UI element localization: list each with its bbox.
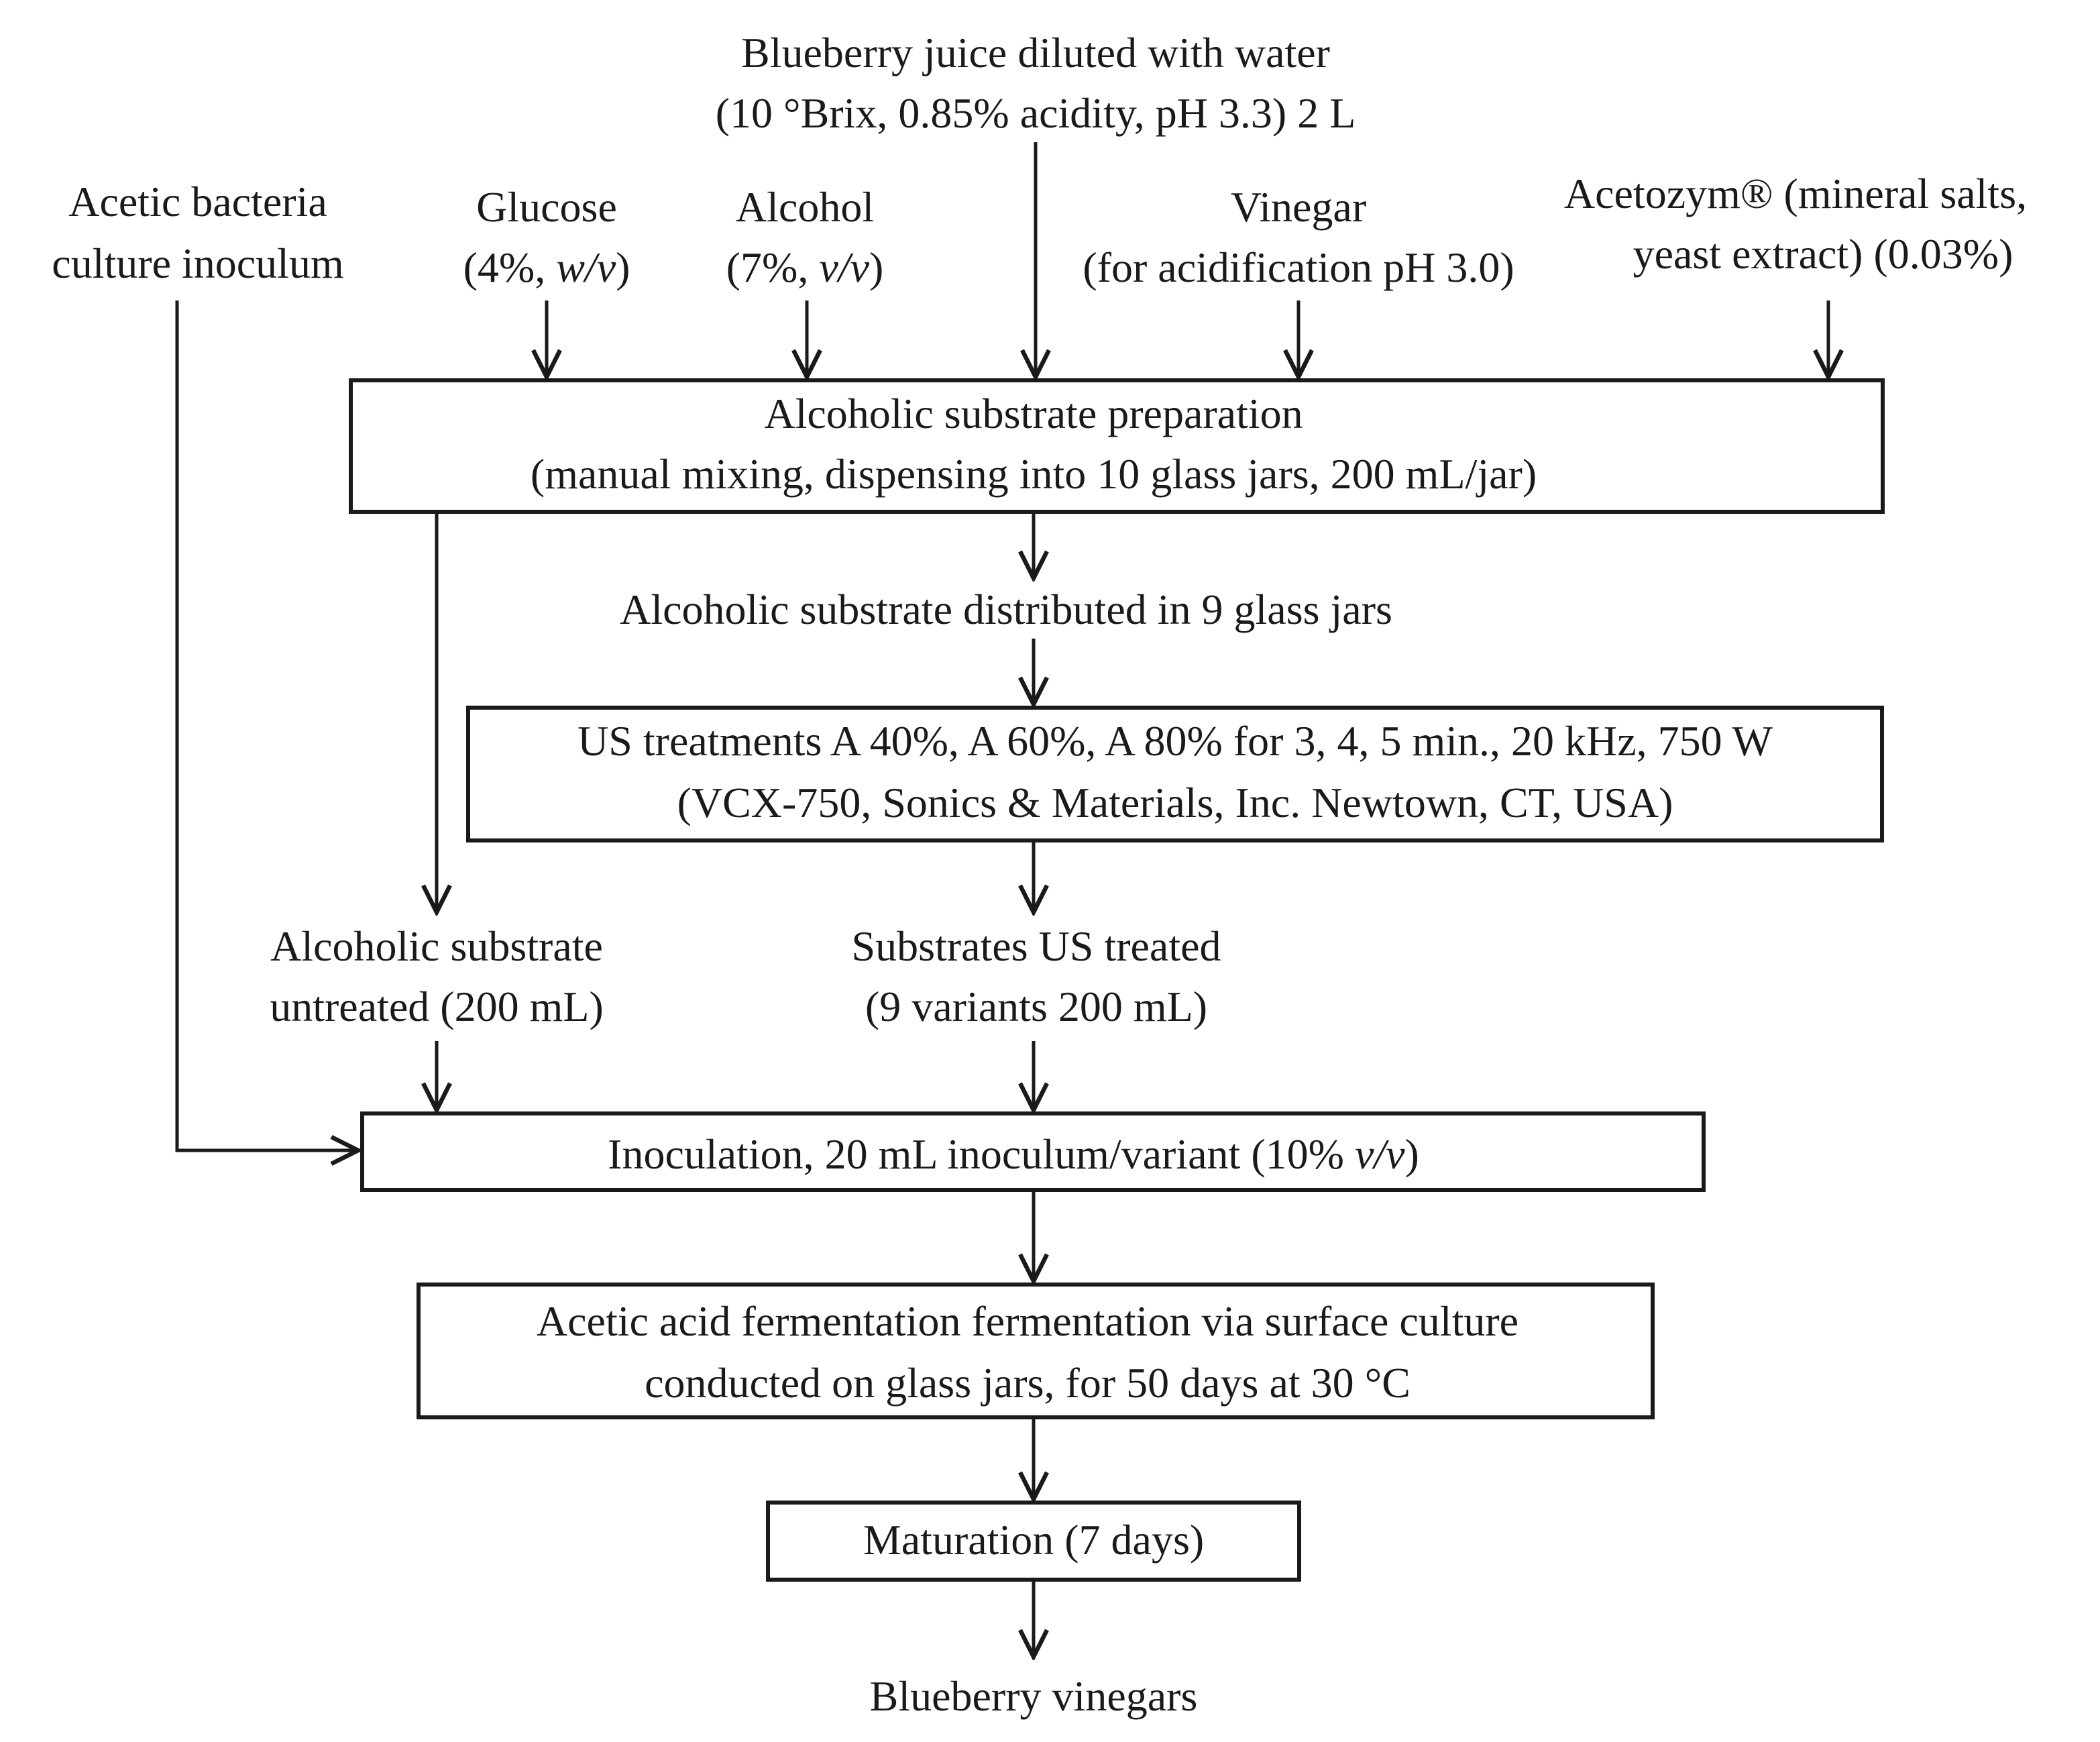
- juice-label-line2: (10 °Brix, 0.85% acidity, pH 3.3) 2 L: [716, 89, 1356, 137]
- distributed-label: Alcoholic substrate distributed in 9 gla…: [620, 586, 1392, 633]
- arrow-bacteria-to-inoculation: [175, 301, 358, 1150]
- output-label: Blueberry vinegars: [870, 1672, 1198, 1720]
- untreated-line2: untreated (200 mL): [270, 983, 604, 1030]
- inoculation-label: Inoculation, 20 mL inoculum/variant (10%…: [608, 1130, 1419, 1178]
- acetozym-label-line2: yeast extract) (0.03%): [1633, 230, 2013, 278]
- treated-line1: Substrates US treated: [852, 922, 1221, 970]
- alcohol-label-line1: Alcohol: [736, 183, 874, 231]
- alcohol-label-line2: (7%, v/v): [726, 243, 884, 291]
- maturation-label: Maturation (7 days): [863, 1516, 1204, 1564]
- us-treatments-line2: (VCX-750, Sonics & Materials, Inc. Newto…: [677, 779, 1673, 826]
- treated-line2: (9 variants 200 mL): [865, 983, 1207, 1030]
- vinegar-label-line1: Vinegar: [1231, 183, 1366, 231]
- bacteria-label-line2: culture inoculum: [52, 239, 343, 287]
- fermentation-line2: conducted on glass jars, for 50 days at …: [645, 1359, 1411, 1407]
- fermentation-line1: Acetic acid fermentation fermentation vi…: [537, 1297, 1518, 1345]
- maturation-box: [766, 1501, 1301, 1582]
- preparation-line1: Alcoholic substrate preparation: [764, 390, 1303, 437]
- vinegar-label-line2: (for acidification pH 3.0): [1083, 243, 1514, 291]
- preparation-line2: (manual mixing, dispensing into 10 glass…: [531, 450, 1537, 498]
- acetozym-label-line1: Acetozym® (mineral salts,: [1564, 170, 2027, 217]
- glucose-label-line2: (4%, w/v): [463, 243, 630, 291]
- glucose-label-line1: Glucose: [476, 183, 617, 231]
- fermentation-box: [417, 1283, 1655, 1419]
- us-treatments-box: [466, 706, 1884, 842]
- preparation-box: [349, 378, 1885, 514]
- bacteria-label-line1: Acetic bacteria: [68, 178, 327, 225]
- us-treatments-line1: US treatments A 40%, A 60%, A 80% for 3,…: [577, 717, 1773, 765]
- juice-label-line1: Blueberry juice diluted with water: [741, 29, 1330, 76]
- inoculation-box: [360, 1111, 1706, 1192]
- untreated-line1: Alcoholic substrate: [270, 922, 603, 970]
